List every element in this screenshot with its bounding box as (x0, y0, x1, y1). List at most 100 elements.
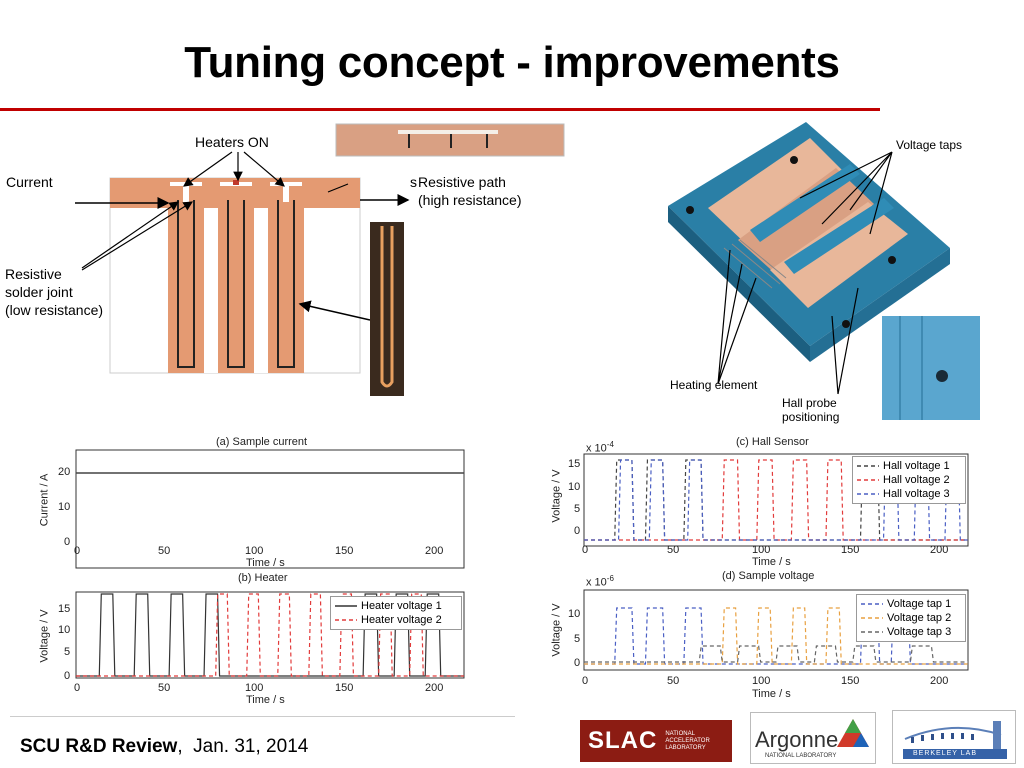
plot-c-xtick: 0 (582, 544, 589, 556)
plot-b-series (76, 593, 464, 677)
heater-voltage-2-trace (76, 593, 464, 677)
legend-hall-3: Hall voltage 3 (883, 488, 950, 500)
plot-d-xtick: 200 (930, 675, 949, 687)
plot-d-xlabel: Time / s (752, 688, 791, 700)
plot-b-legend: Heater voltage 1 Heater voltage 2 (330, 596, 462, 630)
footer-event: SCU R&D Review (20, 736, 178, 757)
legend-hall-2: Hall voltage 2 (883, 474, 950, 486)
voltage-tap-3-trace (584, 645, 968, 663)
plot-c-ylabel: Voltage / V (550, 469, 563, 523)
plot-a-xtick: 200 (425, 545, 444, 557)
berkeley-logo-text: BERKELEY LAB (913, 750, 978, 757)
plot-d-xtick: 50 (667, 675, 680, 687)
plot-b-ylabel: Voltage / V (38, 609, 51, 663)
plot-b-ytick: 15 (58, 603, 71, 615)
plot-b-xtick: 100 (245, 682, 264, 694)
legend-heater-1: Heater voltage 1 (361, 600, 442, 612)
plot-a-ylabel: Current / A (38, 473, 51, 527)
berkeley-building-icon (903, 721, 1007, 759)
voltage-tap-1-trace (584, 607, 968, 665)
plot-a-xlabel: Time / s (246, 557, 285, 569)
hall-voltage-2-trace (584, 459, 968, 541)
slac-logo-text: SLAC (588, 727, 658, 754)
device-photo: Voltage taps Heating element Hall probe … (660, 118, 990, 428)
plot-c-title: (c) Hall Sensor (736, 436, 809, 448)
legend-tap-3: Voltage tap 3 (887, 626, 952, 638)
plot-b-xtick: 0 (74, 682, 81, 694)
plot-a-xtick: 100 (245, 545, 264, 557)
plot-c-xtick: 150 (841, 544, 860, 556)
plot-a-xtick: 0 (74, 545, 81, 557)
slide-title: Tuning concept - improvements (184, 38, 840, 87)
berkeley-logo: BERKELEY LAB (892, 710, 1016, 764)
plot-c-legend: Hall voltage 1 Hall voltage 2 Hall volta… (852, 456, 966, 504)
plot-b-xtick: 50 (158, 682, 171, 694)
argonne-logo-sub: NATIONAL LABORATORY (765, 753, 837, 759)
plot-d-series (584, 607, 968, 665)
footer-date: Jan. 31, 2014 (193, 736, 309, 757)
hall-probe-label-1: Hall probe (782, 396, 837, 410)
plot-a-xtick: 150 (335, 545, 354, 557)
plot-a-title: (a) Sample current (216, 436, 308, 448)
hall-probe-label-2: positioning (782, 410, 840, 424)
plot-c-xtick: 200 (930, 544, 949, 556)
plot-b-ytick: 5 (64, 646, 71, 658)
plot-a-xtick: 50 (158, 545, 171, 557)
solder-label-1: Resistive (5, 266, 62, 282)
plot-a-ytick: 0 (64, 536, 71, 548)
plot-c-xtick: 50 (667, 544, 680, 556)
argonne-logo-text: Argonne (755, 727, 839, 752)
legend-hall-1: Hall voltage 1 (883, 460, 950, 472)
title-rule (0, 108, 880, 111)
plot-b-title: (b) Heater (238, 572, 288, 584)
plot-c-ytick: 10 (568, 481, 581, 493)
voltage-tap-2-trace (584, 607, 968, 665)
plot-d-legend: Voltage tap 1 Voltage tap 2 Voltage tap … (856, 594, 966, 642)
plot-b-xtick: 150 (335, 682, 354, 694)
legend-heater-2: Heater voltage 2 (361, 614, 442, 626)
plot-d-xtick: 100 (752, 675, 771, 687)
schematic-drawing (75, 123, 565, 396)
plot-d-ytick: 10 (568, 608, 581, 620)
footer-text: SCU R&D Review, Jan. 31, 2014 (20, 736, 309, 757)
legend-tap-2: Voltage tap 2 (887, 612, 952, 624)
plot-b-xlabel: Time / s (246, 694, 285, 706)
plot-c-ytick: 15 (568, 458, 581, 470)
plot-c-xtick: 100 (752, 544, 771, 556)
plot-b-ytick: 10 (58, 624, 71, 636)
plot-a-frame (75, 449, 465, 569)
plot-d-title: (d) Sample voltage (722, 570, 815, 582)
resistive-path-sub-label: (high resistance) (418, 192, 522, 208)
argonne-triangle-icon (837, 719, 869, 747)
solder-label-3: (low resistance) (5, 302, 104, 318)
plot-d-exponent: x 10-6 (586, 574, 614, 589)
plot-d-ylabel: Voltage / V (550, 603, 563, 657)
argonne-logo: Argonne NATIONAL LABORATORY (750, 712, 876, 764)
plot-d-xtick: 150 (841, 675, 860, 687)
voltage-taps-label: Voltage taps (896, 138, 963, 152)
plot-b-ytick: 0 (64, 670, 71, 682)
plot-a-ytick: 10 (58, 501, 71, 513)
current-label: Current (6, 174, 53, 190)
clipped-char-label: s (410, 174, 417, 190)
heaters-on-label: Heaters ON (195, 134, 269, 150)
plot-d-xtick: 0 (582, 675, 589, 687)
plot-b-xtick: 200 (425, 682, 444, 694)
plot-a-ytick: 20 (58, 466, 71, 478)
plot-c-ytick: 0 (574, 525, 581, 537)
plot-c-xlabel: Time / s (752, 556, 791, 568)
resistive-path-label: Resistive path (418, 174, 506, 190)
plot-c-ytick: 5 (574, 503, 581, 515)
device-drawing (668, 122, 980, 420)
solder-label-2: solder joint (5, 284, 73, 300)
plot-d-ytick: 0 (574, 657, 581, 669)
schematic-figure: Heaters ON Current s Resistive path (hig… (0, 120, 570, 420)
footer-rule (10, 716, 515, 717)
legend-tap-1: Voltage tap 1 (887, 598, 952, 610)
heater-voltage-1-trace (76, 593, 464, 677)
heating-element-label: Heating element (670, 378, 758, 392)
plot-c-exponent: x 10-4 (586, 440, 614, 455)
plot-d-ytick: 5 (574, 633, 581, 645)
